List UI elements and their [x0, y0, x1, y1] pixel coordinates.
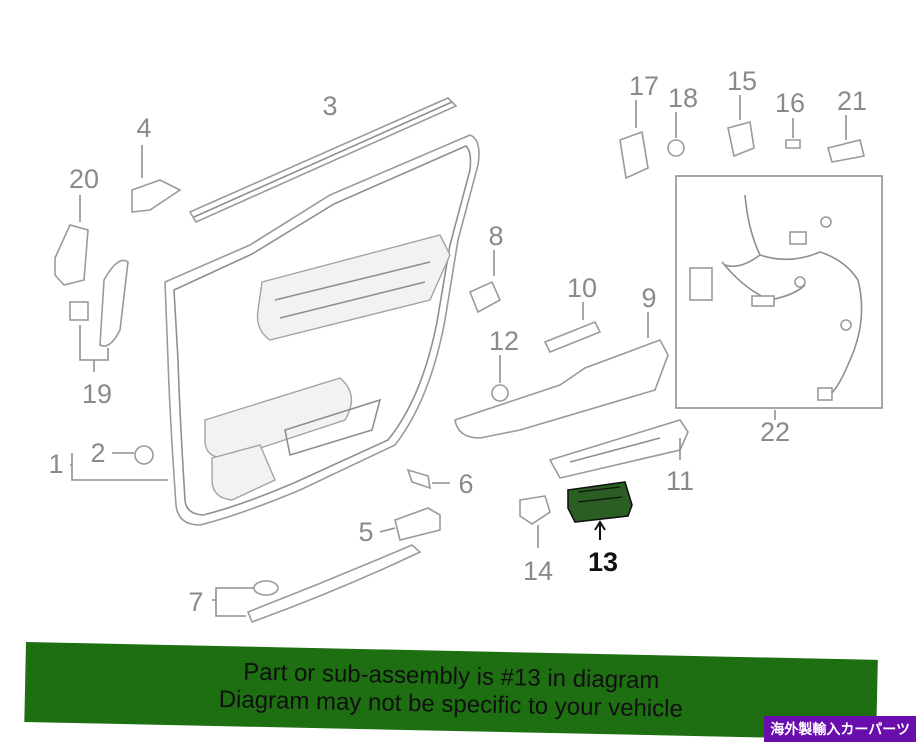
callout-2: 2 — [90, 438, 105, 468]
part-8-cap — [468, 250, 502, 314]
part-15-switch — [727, 95, 755, 158]
callout-14: 14 — [523, 556, 553, 586]
part-6-clip — [406, 468, 450, 490]
callout-17: 17 — [629, 71, 659, 101]
leader-1 — [70, 464, 168, 481]
part-2-clip — [112, 445, 154, 465]
part-17-module — [619, 100, 649, 180]
callout-11: 11 — [666, 466, 694, 496]
part-22-harness — [675, 175, 883, 420]
callout-16: 16 — [775, 88, 805, 118]
callout-22: 22 — [760, 417, 790, 447]
callout-21: 21 — [837, 86, 867, 116]
part-7-weatherstrip — [212, 544, 422, 624]
callout-12: 12 — [489, 326, 519, 356]
part-5-bracket — [379, 507, 441, 541]
part-9-armrest — [454, 312, 669, 439]
callout-15: 15 — [727, 66, 757, 96]
part-14-bracket — [519, 495, 551, 548]
callout-20: 20 — [69, 164, 99, 194]
callout-9: 9 — [641, 283, 656, 313]
part-18-clip — [667, 112, 685, 157]
part-3-belt-molding — [188, 97, 458, 224]
part-12-clip — [491, 355, 509, 402]
part-20-bracket — [54, 195, 89, 286]
part-1-door-panel — [164, 134, 480, 526]
callout-19: 19 — [82, 379, 112, 409]
part-11-bezel — [548, 419, 689, 479]
seller-watermark: 海外製輸入カーパーツ — [764, 716, 916, 742]
callout-3: 3 — [322, 91, 337, 121]
callout-1: 1 — [48, 449, 63, 479]
callout-13: 13 — [588, 547, 618, 577]
callout-7: 7 — [188, 587, 203, 617]
callout-8: 8 — [488, 221, 503, 251]
part-4-bracket — [131, 145, 182, 213]
part-10-pad — [543, 302, 602, 354]
callout-10: 10 — [567, 273, 597, 303]
callout-4: 4 — [136, 113, 151, 143]
part-21-connector — [827, 115, 865, 163]
part-16-screw — [785, 118, 801, 149]
callout-6: 6 — [458, 469, 473, 499]
callout-18: 18 — [668, 83, 698, 113]
part-19-bezel — [69, 259, 129, 372]
part-13-switch — [567, 481, 633, 540]
callout-5: 5 — [358, 517, 373, 547]
